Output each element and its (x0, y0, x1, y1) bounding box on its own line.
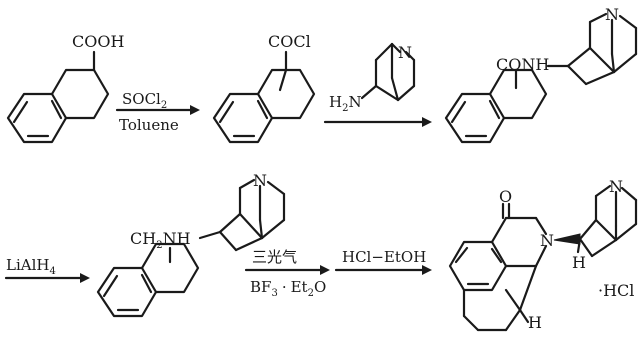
step-4-reagent-below: BF3·Et2O (250, 278, 326, 299)
arrow-step-3 (4, 273, 90, 283)
product-salt: ·HCl (598, 281, 634, 300)
step-3-reagent: LiAlH4 (6, 256, 56, 277)
compound-1-group: COOH (72, 32, 124, 51)
compound-2-group: COCl (268, 32, 311, 51)
compound-1: COOH (6, 32, 124, 144)
arrow-step-5 (334, 265, 432, 275)
step-1-reagent-above: SOCl2 (122, 90, 167, 111)
product-ring-n: N (609, 177, 623, 196)
compound-2: COCl (212, 32, 316, 144)
step-5-reagent-above: HCl−EtOH (342, 248, 426, 266)
step-4-reagent-above: 三光气 (252, 248, 297, 266)
product-lactam-n: N (540, 231, 554, 250)
aminoquinuclidine-reagent: N (360, 42, 416, 102)
step-2-amine-label: H2N (329, 93, 362, 114)
compound-3: CONH N (444, 5, 638, 144)
compound-3-ring-n: N (605, 5, 619, 24)
compound-4: CH2NH N (96, 171, 286, 318)
arrow-step-4 (244, 265, 330, 275)
product: O N H N H ·HCl (448, 177, 638, 332)
arrow-step-2 (323, 117, 432, 127)
compound-4-ring-n: N (253, 171, 267, 190)
step-1-reagent-below: Toluene (119, 116, 179, 134)
compound-3-group: CONH (496, 55, 549, 74)
amine-ring-n: N (398, 43, 412, 62)
compound-4-group: CH2NH (130, 229, 191, 251)
product-carbonyl-o: O (499, 187, 512, 206)
arrow-step-1 (115, 105, 200, 115)
product-h-junction: H (528, 313, 542, 332)
product-h-quinuclidine: H (572, 253, 586, 272)
